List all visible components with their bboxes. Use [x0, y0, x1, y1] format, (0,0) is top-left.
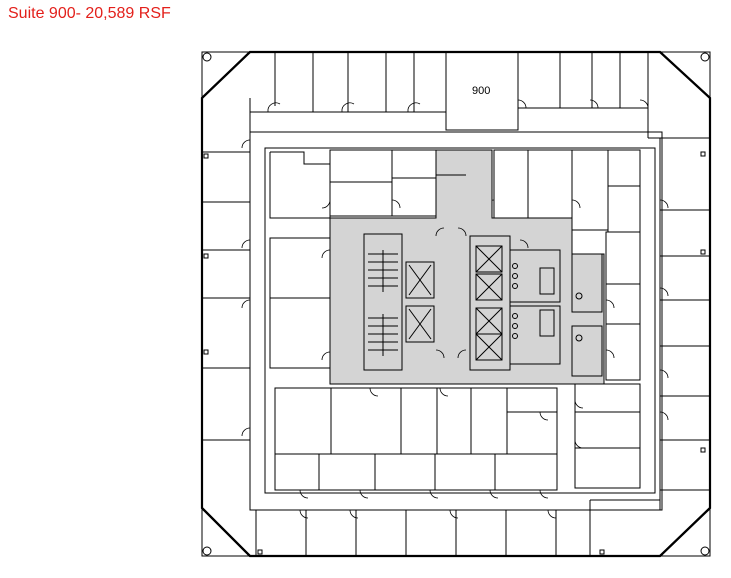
bottom-offices: [250, 499, 660, 556]
top-offices: [249, 51, 710, 139]
left-offices: [202, 132, 251, 510]
right-offices: [659, 138, 710, 510]
interior-offices: [269, 149, 641, 499]
suite-title: Suite 900- 20,589 RSF: [8, 5, 171, 22]
suite-900-label: 900: [472, 85, 490, 97]
building-core: [329, 149, 605, 385]
